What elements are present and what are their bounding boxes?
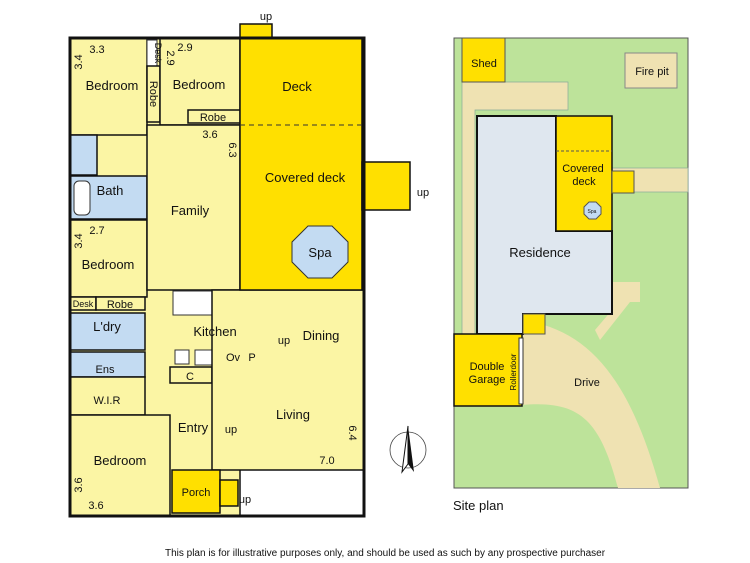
walk-in-robe: [69, 376, 146, 416]
site-deck-stairs: [611, 170, 635, 194]
fire-pit-label: Fire pit: [635, 66, 669, 78]
site-spa: [583, 201, 602, 220]
dining-living: [211, 289, 365, 471]
front-steps: [522, 313, 546, 335]
bedroom-3-label: Bedroom: [82, 257, 135, 272]
porch-steps: [219, 479, 239, 507]
laundry: [69, 312, 146, 351]
cupboard-label: C: [186, 371, 194, 383]
bedroom-1: [69, 37, 148, 136]
dim: 3.6: [88, 500, 103, 512]
robe-3: [95, 296, 146, 311]
stairs-top: [239, 23, 273, 39]
shed: [461, 37, 506, 83]
fire-pit: [624, 52, 678, 89]
entry-label: Entry: [178, 420, 209, 435]
bedroom-2-label: Bedroom: [173, 77, 226, 92]
dim: 7.0: [319, 455, 334, 467]
floor-plan: Bedroom 3.3 3.4 Desk Robe Bedroom 2.9 2.…: [68, 11, 429, 518]
garage-label: Double: [470, 361, 505, 373]
dim: 3.6: [73, 477, 85, 492]
sink: [174, 349, 190, 365]
dim: 6.3: [226, 142, 238, 157]
drive-label: Drive: [574, 377, 600, 389]
disclaimer: This plan is for illustrative purposes o…: [165, 548, 606, 559]
desk-2-label: Desk: [73, 299, 94, 309]
front-path: [595, 282, 640, 340]
stairs-right: [361, 161, 411, 211]
bedroom-3: [69, 219, 148, 298]
drive: [522, 320, 660, 488]
bedroom-4: [69, 414, 171, 517]
dim: 3.4: [73, 233, 85, 248]
porch: [171, 469, 221, 514]
bath-label: Bath: [97, 183, 124, 198]
covered-deck-label: Covered deck: [265, 170, 346, 185]
site-plan-title: Site plan: [453, 498, 504, 513]
bathtub: [73, 180, 91, 216]
bedroom-4-label: Bedroom: [94, 453, 147, 468]
up-label: up: [225, 424, 237, 436]
dim: 2.7: [89, 225, 104, 237]
oven-label: Ov: [226, 352, 241, 364]
toilet: [69, 134, 98, 176]
up-label: up: [278, 335, 290, 347]
robe-2-label: Robe: [200, 112, 226, 124]
wir-label: W.I.R: [94, 395, 121, 407]
desk-1-label: Desk: [153, 43, 163, 64]
dim: 6.4: [346, 425, 358, 440]
covered-deck-label: Covered: [562, 163, 604, 175]
dim: 3.4: [73, 54, 85, 69]
up-label: up: [417, 187, 429, 199]
residence-label: Residence: [509, 245, 570, 260]
rollerdoor: [518, 337, 524, 405]
rollerdoor-label: Rollerdoor: [509, 353, 518, 390]
double-garage: [453, 333, 523, 407]
bedroom-1-label: Bedroom: [86, 78, 139, 93]
living-label: Living: [276, 407, 310, 422]
deck-label: Deck: [282, 79, 312, 94]
kitchen-label: Kitchen: [193, 324, 236, 339]
site-plan: Shed Fire pit Covered deck Spa Residence…: [453, 37, 689, 513]
up-label: up: [260, 11, 272, 23]
dining-label: Dining: [303, 328, 340, 343]
ensuite-label: Ens: [96, 364, 115, 376]
shed-label: Shed: [471, 58, 497, 70]
spa: [291, 225, 349, 279]
north-arrow-icon: [389, 425, 427, 474]
laundry-label: L'dry: [93, 319, 121, 334]
robe-3-label: Robe: [107, 299, 133, 311]
dim: 3.6: [202, 129, 217, 141]
dim: 3.3: [89, 44, 104, 56]
site-spa-label: Spa: [588, 209, 597, 215]
robe-1-label: Robe: [147, 81, 159, 107]
spa-label: Spa: [308, 245, 332, 260]
garage-label: Garage: [469, 374, 506, 386]
outer-wall: [68, 36, 366, 518]
dim: 2.9: [177, 42, 192, 54]
up-label: up: [239, 494, 251, 506]
pantry-label: P: [248, 352, 255, 364]
covered-deck-label: deck: [572, 176, 596, 188]
porch-label: Porch: [182, 487, 211, 499]
dim: 2.9: [164, 50, 176, 65]
family-label: Family: [171, 203, 210, 218]
